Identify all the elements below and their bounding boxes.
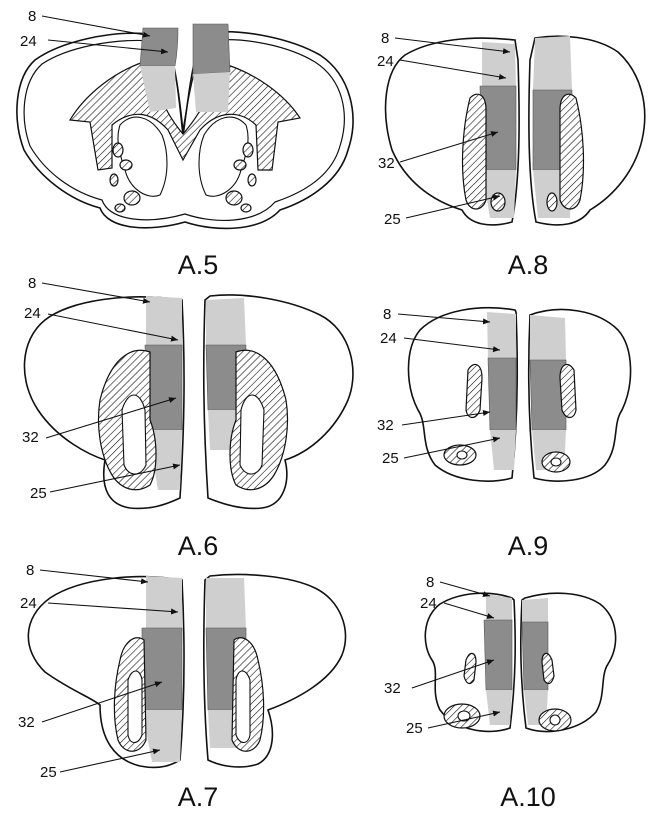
label-8: 8: [28, 275, 36, 292]
label-8: 8: [426, 574, 434, 591]
white-core-left: [128, 671, 142, 743]
label-32: 32: [384, 680, 401, 697]
area-8-light-right: [193, 72, 230, 112]
area-24-left: [140, 28, 178, 66]
panel-title-a8: A.8: [508, 250, 549, 280]
panel-a6: 8 24 32 25 A.6: [22, 275, 353, 561]
area-dark-left: [484, 620, 512, 690]
label-32: 32: [18, 714, 35, 731]
panel-a10: 8 24 32 25 A.10: [384, 574, 616, 812]
area-dark-left: [488, 358, 516, 430]
label-24: 24: [420, 595, 437, 612]
panel-title-a10: A.10: [500, 782, 556, 812]
label-25: 25: [40, 764, 57, 781]
area-light-left: [146, 576, 182, 630]
area-light-left: [487, 312, 516, 360]
label-32: 32: [22, 429, 39, 446]
panel-title-a6: A.6: [178, 531, 219, 561]
label-32: 32: [377, 417, 394, 434]
leader-line-8: [440, 582, 490, 596]
area-light-right: [522, 598, 548, 624]
area-24-right: [193, 24, 230, 74]
hatched-right: [560, 364, 576, 417]
panel-a9: 8 24 32 25 A.9: [377, 306, 631, 561]
white-core-right: [240, 395, 264, 474]
label-25: 25: [30, 485, 47, 502]
label-32: 32: [378, 155, 395, 172]
area-light-right: [206, 298, 246, 346]
label-8: 8: [26, 562, 34, 579]
panel-a7: 8 24 32 25 A.7: [18, 562, 346, 812]
section-outline: [17, 32, 353, 229]
island-right: [547, 193, 557, 211]
area-light-right: [533, 36, 572, 90]
leader-line-8: [42, 283, 150, 302]
area-light-left-lower: [490, 430, 516, 470]
label-8: 8: [383, 306, 391, 323]
label-24: 24: [20, 595, 37, 612]
whorl-right-core: [551, 458, 561, 466]
label-24: 24: [20, 33, 37, 50]
white-core-left: [122, 395, 146, 474]
panel-title-a9: A.9: [508, 531, 549, 561]
panel-a5: 8 24 A.5: [17, 8, 353, 280]
label-24: 24: [24, 305, 41, 322]
label-25: 25: [382, 450, 399, 467]
label-24: 24: [377, 53, 394, 70]
panel-title-a5: A.5: [178, 250, 219, 280]
island-left: [491, 193, 505, 211]
area-light-left: [486, 594, 512, 622]
whorl-right-core: [550, 715, 560, 725]
panel-title-a7: A.7: [178, 782, 219, 812]
hatched-left: [466, 364, 482, 417]
whorl-left-core: [457, 451, 467, 459]
area-light-right: [530, 315, 566, 360]
label-25: 25: [384, 211, 401, 228]
area-light-left: [146, 296, 182, 346]
area-light-left-lower: [486, 690, 512, 725]
label-25: 25: [406, 720, 423, 737]
area-dark-left: [142, 628, 182, 710]
area-light-right: [206, 578, 246, 630]
panel-a8: 8 24 32 25 A.8: [377, 30, 645, 280]
leader-line-8: [42, 16, 150, 36]
label-24: 24: [380, 330, 397, 347]
white-core-right: [236, 671, 250, 743]
label-8: 8: [28, 8, 36, 25]
label-8: 8: [381, 30, 389, 47]
